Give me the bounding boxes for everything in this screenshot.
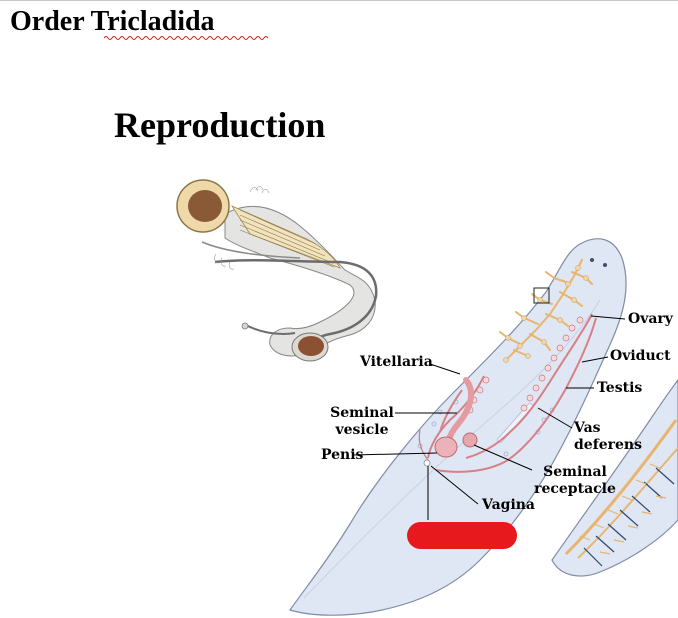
document-title: Order Tricladida — [10, 6, 215, 37]
label-oviduct: Oviduct — [610, 348, 671, 364]
label-vas-deferens: Vas deferens — [574, 420, 642, 453]
leader-lines — [352, 315, 626, 520]
section-heading: Reproduction — [114, 105, 326, 145]
second-planarian — [551, 378, 678, 577]
copulatory-organ-illustration — [176, 179, 378, 362]
penis-bulb — [434, 436, 458, 458]
genital-atrium — [418, 429, 429, 461]
label-ovary: Ovary — [628, 311, 673, 327]
vitellaria-side-follicles — [417, 399, 555, 457]
label-vagina: Vagina — [482, 497, 536, 513]
seminal-receptacle — [462, 432, 478, 448]
label-seminal-receptacle: Seminal receptacle — [534, 464, 616, 497]
redaction-mark — [407, 522, 517, 549]
label-vitellaria: Vitellaria — [360, 354, 433, 370]
testis-follicles — [466, 316, 584, 414]
spellcheck-underline — [104, 36, 269, 40]
vitellaria-follicles — [503, 265, 589, 363]
label-testis: Testis — [597, 380, 643, 396]
label-seminal-vesicle: Seminal vesicle — [330, 405, 394, 438]
inset-marker-box — [533, 287, 550, 304]
reproductive-tracts — [427, 313, 597, 473]
top-border — [0, 0, 678, 1]
label-penis: Penis — [321, 447, 364, 463]
genital-pore — [423, 459, 431, 467]
